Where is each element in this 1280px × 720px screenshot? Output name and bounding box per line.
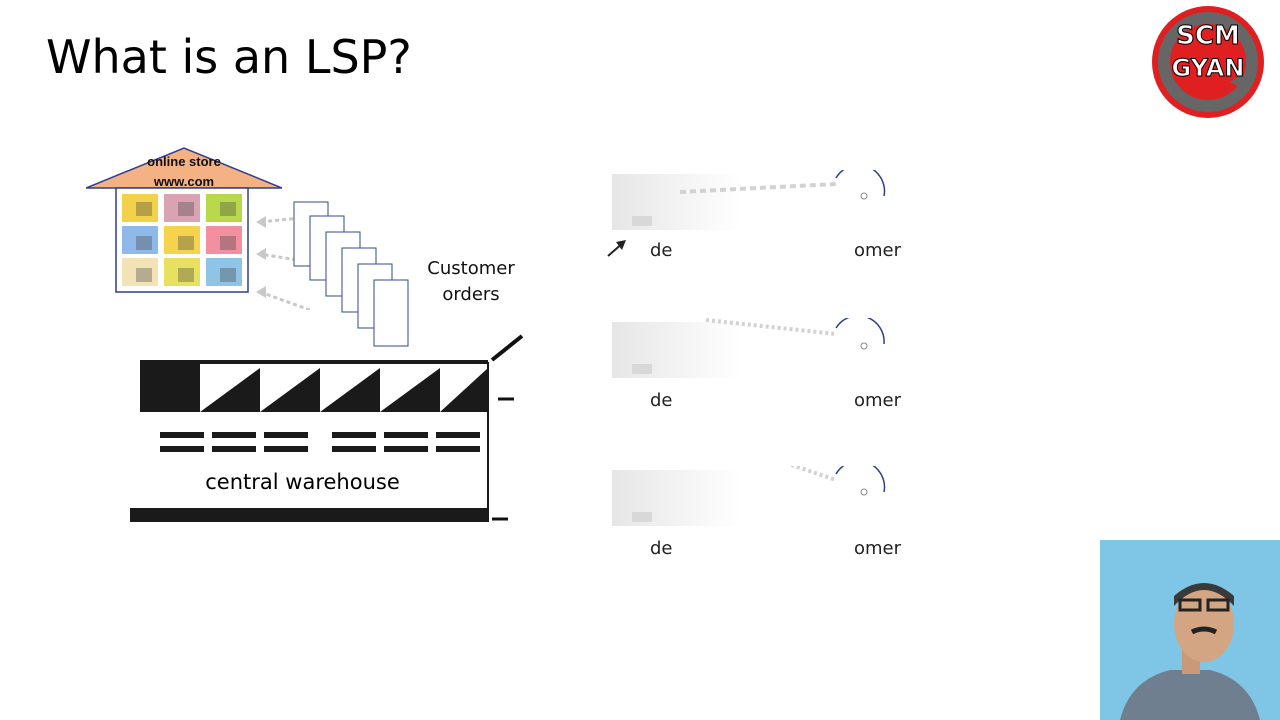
- customer-orders-label: Customer orders: [420, 256, 522, 308]
- orders-label-line1: Customer: [427, 258, 515, 279]
- scm-gyan-logo: SCM GYAN: [1150, 4, 1266, 120]
- orders-label-line2: orders: [442, 284, 500, 305]
- logo-line2: GYAN: [1172, 54, 1245, 82]
- central-warehouse-icon: [130, 330, 530, 530]
- distribution-row-2: de omer: [600, 315, 920, 418]
- distribution-row-3: de omer: [600, 434, 920, 566]
- dc-right-text-2: omer: [854, 390, 902, 411]
- dc-left-text-3: de: [650, 538, 673, 559]
- online-store-icon: [85, 146, 283, 296]
- dc-left-text-2: de: [650, 390, 673, 411]
- dc-right-text-1: omer: [854, 240, 902, 261]
- store-label-line2: www.com: [153, 174, 215, 189]
- store-label-line1: online store: [147, 154, 221, 169]
- logo-line1: SCM: [1176, 21, 1240, 51]
- warehouse-label: central warehouse: [205, 470, 400, 494]
- customer-orders-stack: [250, 196, 420, 352]
- distribution-row-1: de omer: [600, 164, 920, 270]
- dc-left-text-1: de: [650, 240, 673, 261]
- dc-right-text-3: omer: [854, 538, 902, 559]
- presenter-video: [1100, 540, 1280, 720]
- slide-title: What is an LSP?: [46, 30, 412, 84]
- clothing-grid: [122, 194, 242, 286]
